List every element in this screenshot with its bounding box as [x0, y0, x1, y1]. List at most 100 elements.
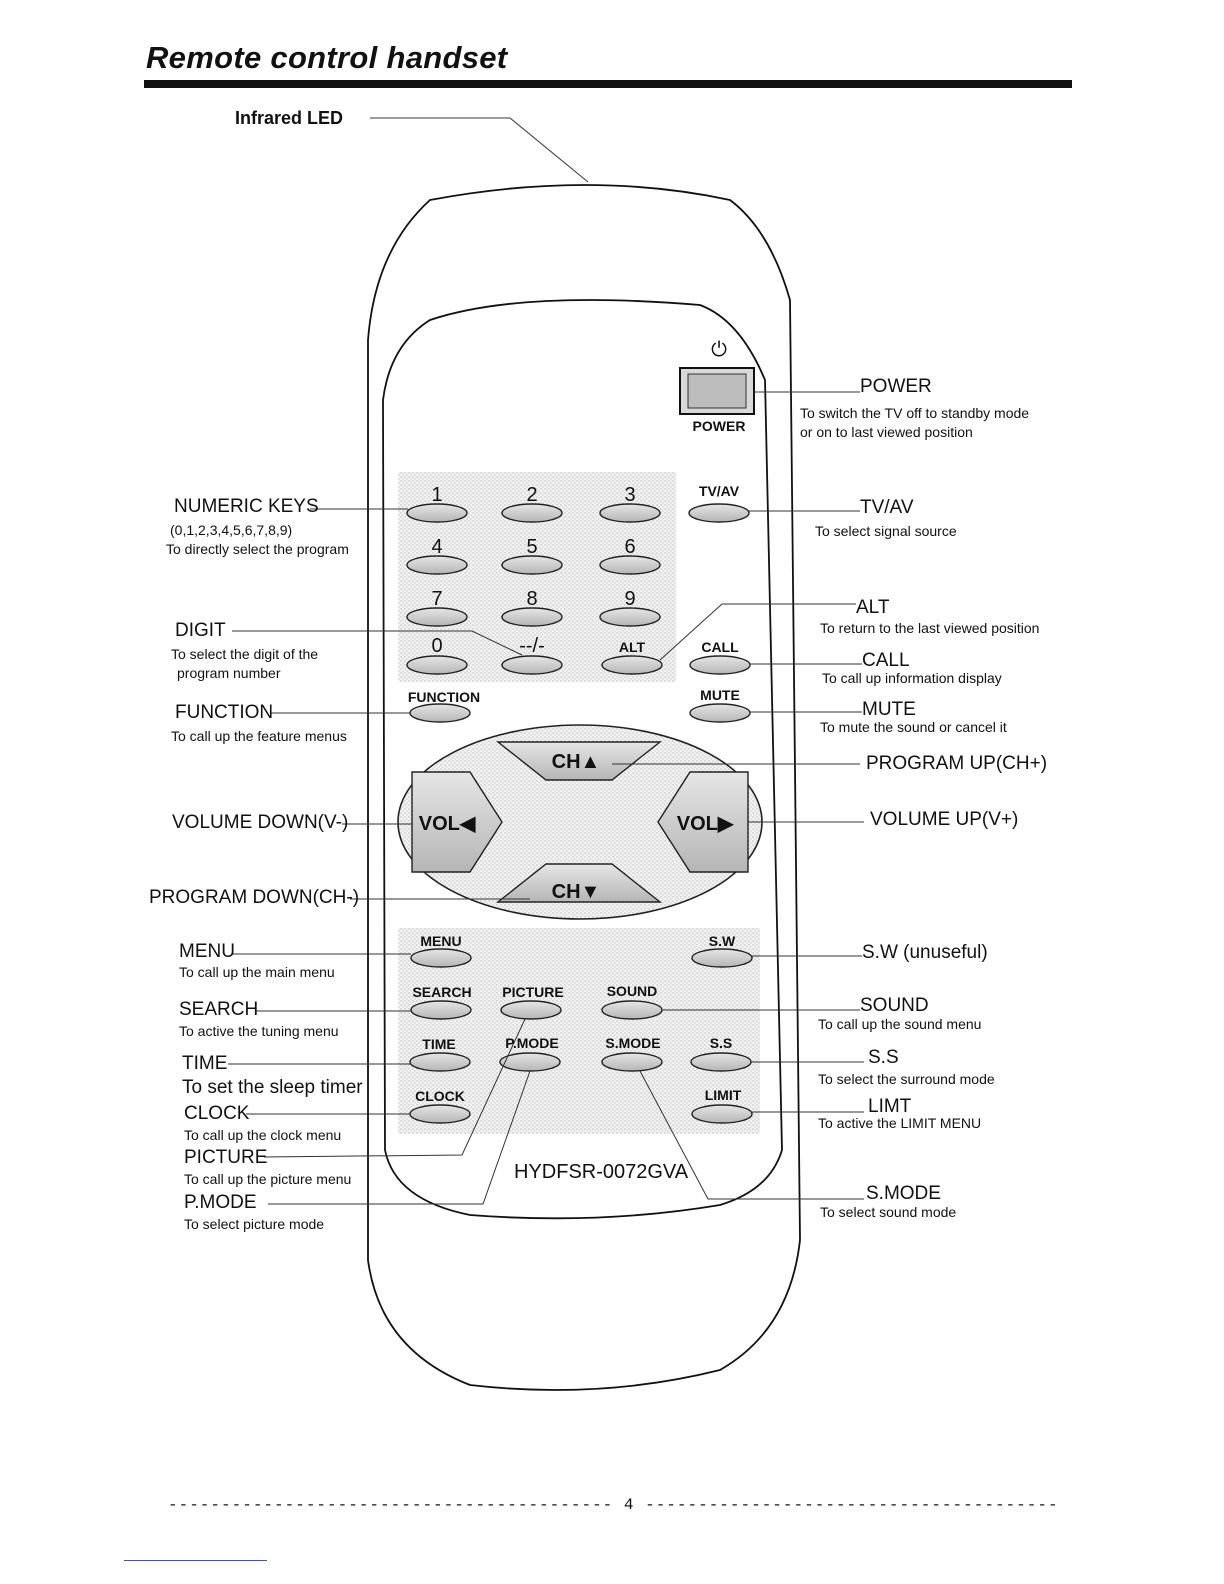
sound-line1: To call up the sound menu [818, 1016, 982, 1032]
sw-key-label: S.W [709, 933, 736, 949]
call-title: CALL [862, 650, 910, 671]
digit-title: DIGIT [175, 620, 226, 641]
tvav-button[interactable] [688, 503, 750, 523]
pmode-title: P.MODE [184, 1192, 257, 1213]
picture-line1: To call up the picture menu [184, 1171, 352, 1187]
time-button[interactable] [409, 1052, 471, 1072]
key-4-label: 4 [431, 536, 442, 558]
ch-up-label: CH▲ [552, 751, 601, 773]
vol-left-button[interactable] [411, 771, 503, 873]
page-title: Remote control handset [146, 40, 508, 75]
picture-title: PICTURE [184, 1147, 268, 1168]
mute-button[interactable] [689, 703, 751, 723]
smode-key-label: S.MODE [605, 1035, 660, 1051]
mute-title: MUTE [862, 699, 916, 720]
alt-button[interactable] [601, 655, 663, 675]
power-symbol-icon: ⏻ [711, 339, 727, 361]
remote-body-outline [367, 184, 801, 1391]
function-button[interactable] [409, 703, 471, 723]
numeric-keys-title: NUMERIC KEYS [174, 496, 319, 517]
call-button[interactable] [689, 655, 751, 675]
model-number: HYDFSR-0072GVA [514, 1161, 689, 1183]
ss-key-label: S.S [710, 1035, 733, 1051]
ss-line1: To select the surround mode [818, 1071, 995, 1087]
numeric-keys-line1: (0,1,2,3,4,5,6,7,8,9) [170, 522, 293, 538]
key-0-button[interactable] [406, 655, 468, 675]
search-line1: To active the tuning menu [179, 1023, 339, 1039]
digit-leader [232, 630, 523, 656]
time-key-label: TIME [422, 1036, 455, 1052]
search-key-label: SEARCH [412, 984, 471, 1000]
ss-title: S.S [868, 1047, 899, 1068]
sw-button[interactable] [691, 948, 753, 968]
infrared-led-label: Infrared LED [235, 108, 344, 128]
key-9-button[interactable] [599, 607, 661, 627]
remote-inner-outline [382, 299, 783, 1220]
key-9-label: 9 [624, 588, 635, 610]
time-title: TIME [182, 1053, 228, 1074]
prog-down-title: PROGRAM DOWN(CH-) [149, 887, 360, 908]
limit-button[interactable] [691, 1104, 753, 1124]
key-4-button[interactable] [406, 555, 468, 575]
page-number: 4 [623, 1496, 635, 1514]
time-line1: To set the sleep timer [182, 1077, 363, 1098]
key-3-label: 3 [624, 484, 635, 506]
function-key-label: FUNCTION [408, 689, 480, 705]
digit-button[interactable] [501, 655, 563, 675]
key-6-button[interactable] [599, 555, 661, 575]
sound-button[interactable] [601, 1000, 663, 1020]
digit-line2: program number [177, 665, 281, 681]
menu-button[interactable] [410, 948, 472, 968]
pmode-button[interactable] [499, 1052, 561, 1072]
key-8-button[interactable] [501, 607, 563, 627]
key-5-button[interactable] [501, 555, 563, 575]
ch-up-button[interactable] [495, 741, 663, 781]
footer-link-underline [124, 1560, 267, 1561]
limt-line1: To active the LIMIT MENU [818, 1115, 982, 1131]
mute-key-label: MUTE [700, 687, 740, 703]
clock-key-label: CLOCK [415, 1088, 465, 1104]
vol-up-title: VOLUME UP(V+) [870, 809, 1019, 830]
search-title: SEARCH [179, 999, 259, 1020]
tvav-line1: To select signal source [815, 523, 957, 539]
key-3-button[interactable] [599, 503, 661, 523]
power-key-label: POWER [693, 418, 746, 434]
picture-button[interactable] [500, 1000, 562, 1020]
ch-down-button[interactable] [495, 863, 663, 903]
digit-line1: To select the digit of the [171, 646, 319, 662]
vol-right-label: VOL▶ [677, 813, 735, 835]
key-7-button[interactable] [406, 607, 468, 627]
alt-line1: To return to the last viewed position [820, 620, 1040, 636]
menu-key-label: MENU [420, 933, 461, 949]
picture-key-label: PICTURE [502, 984, 563, 1000]
function-title: FUNCTION [175, 702, 274, 723]
numeric-keys-line2: To directly select the program [166, 541, 349, 557]
limit-key-label: LIMIT [705, 1087, 742, 1103]
ch-down-label: CH▼ [552, 881, 601, 903]
digit-key-label: --/- [519, 635, 545, 657]
call-line1: To call up information display [822, 670, 1002, 686]
ss-button[interactable] [690, 1052, 752, 1072]
power-title: POWER [860, 376, 932, 397]
menu-line1: To call up the main menu [179, 964, 335, 980]
vol-right-button[interactable] [657, 771, 749, 873]
alt-leader [659, 603, 856, 661]
key-8-label: 8 [526, 588, 537, 610]
clock-button[interactable] [409, 1104, 471, 1124]
search-button[interactable] [410, 1000, 472, 1020]
sound-key-label: SOUND [607, 983, 658, 999]
smode-button[interactable] [601, 1052, 663, 1072]
vol-left-label: VOL◀ [419, 813, 476, 835]
title-rule [144, 80, 1072, 88]
key-2-button[interactable] [501, 503, 563, 523]
page-footer: ----------------------------------------… [168, 1496, 1058, 1514]
sound-title: SOUND [860, 995, 929, 1016]
power-line1: To switch the TV off to standby mode [800, 405, 1030, 421]
limt-title: LIMT [868, 1096, 912, 1117]
smode-leader [639, 1070, 864, 1200]
call-key-label: CALL [701, 639, 739, 655]
alt-key-label: ALT [619, 639, 646, 655]
key-0-label: 0 [431, 635, 442, 657]
clock-line1: To call up the clock menu [184, 1127, 342, 1143]
key-1-button[interactable] [406, 503, 468, 523]
